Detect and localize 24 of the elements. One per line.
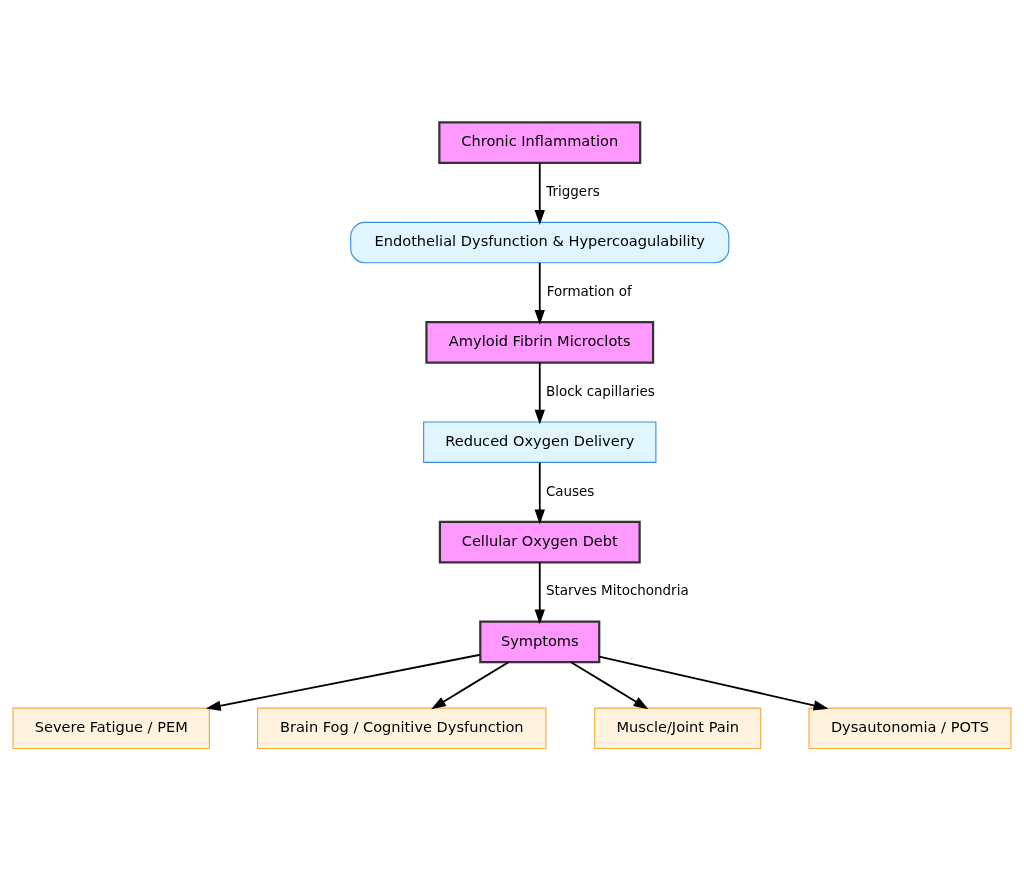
edge-label: Causes <box>545 483 595 499</box>
arrow <box>534 361 545 425</box>
arrow <box>534 461 545 525</box>
arrow <box>431 661 510 710</box>
arrow <box>534 561 545 625</box>
node-box: Reduced Oxygen Delivery <box>423 421 657 463</box>
node-box: Brain Fog / Cognitive Dysfunction <box>257 707 547 750</box>
node-box: Dysautonomia / POTS <box>808 707 1012 750</box>
arrow <box>205 653 482 711</box>
node-box: Muscle/Joint Pain <box>594 707 762 750</box>
node-box: Cellular Oxygen Debt <box>438 520 641 564</box>
edge-label: Block capillaries <box>546 383 655 399</box>
edge-label: Formation of <box>546 283 632 299</box>
node-box: Severe Fatigue / PEM <box>12 707 210 750</box>
node-box: Endothelial Dysfunction & Hypercoagulability <box>350 221 730 264</box>
edge-label: Starves Mitochondria <box>545 583 689 599</box>
node-box: Amyloid Fibrin Microclots <box>425 321 655 364</box>
arrow <box>598 655 829 711</box>
arrow <box>534 162 545 225</box>
arrow <box>534 262 545 325</box>
arrow <box>570 661 649 710</box>
node-box: Chronic Inflammation <box>438 121 642 164</box>
node-box: Symptoms <box>479 620 601 664</box>
edge-label: Triggers <box>546 184 600 200</box>
